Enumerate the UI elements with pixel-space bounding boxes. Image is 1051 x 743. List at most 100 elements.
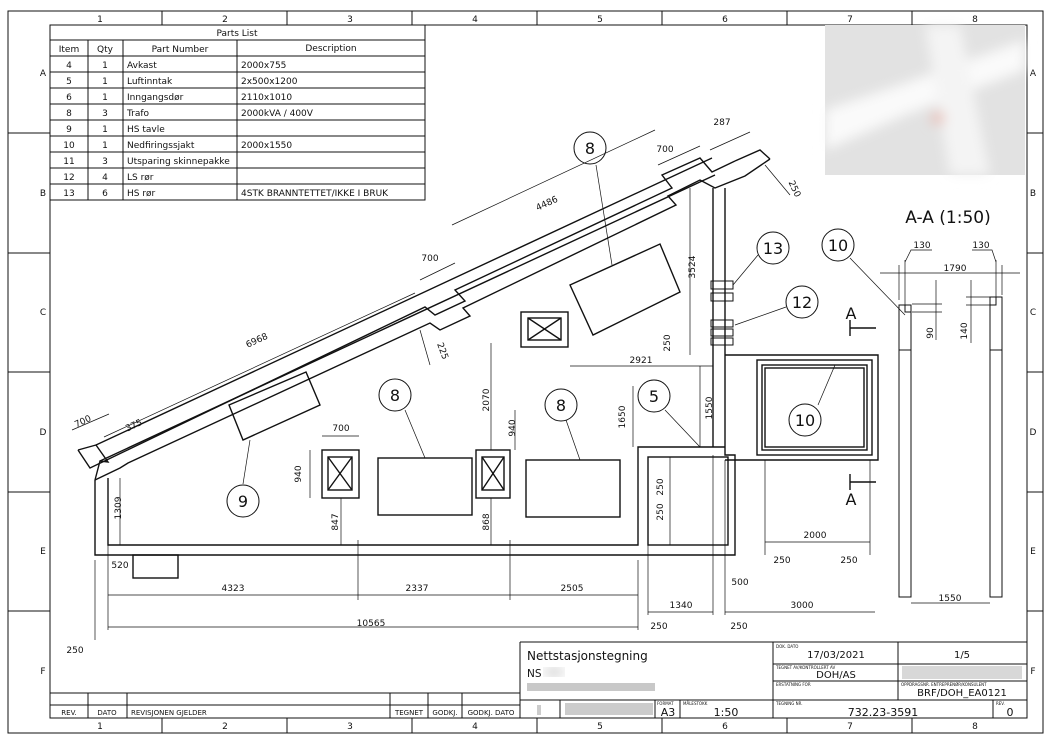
parts-header-description: Description <box>305 44 356 54</box>
parts-cell-qty: 6 <box>102 189 108 199</box>
svg-text:5: 5 <box>649 387 659 406</box>
dimension-label: 1550 <box>939 594 962 604</box>
dimension-label: 225 <box>434 342 449 362</box>
dimension-label: 375 <box>124 418 144 434</box>
title-block: Nettstasjonstegning NS DOK. DATO TEGNET … <box>520 641 1027 719</box>
dimension-label: 250 <box>66 646 83 656</box>
col-label: 5 <box>597 722 603 732</box>
dimension-label: 140 <box>960 322 970 339</box>
dimension-label: 2921 <box>630 356 653 366</box>
contractor-label: OPPDRAGSNR. ENTREPRENØR/KONSULENT <box>901 682 987 687</box>
balloon-item-9: 9 <box>226 484 260 518</box>
drawing-title: Nettstasjonstegning <box>527 649 648 663</box>
section-markers <box>849 320 876 490</box>
dimension-label: 250 <box>663 334 673 351</box>
row-label: B <box>1030 189 1036 199</box>
dimension-label: 520 <box>111 561 128 571</box>
parts-cell-description: 2000x1550 <box>241 141 292 151</box>
dimension-label: 250 <box>773 556 790 566</box>
parts-cell-item: 8 <box>66 109 72 119</box>
item-balloons: 8 8 8 9 10 10 5 13 12 <box>226 131 855 518</box>
shaft-item-10 <box>756 359 873 456</box>
parts-cell-part-number: Trafo <box>126 109 150 119</box>
parts-cell-description: 4STK BRANNTETTET/IKKE I BRUK <box>241 189 389 199</box>
dimension-label: 700 <box>421 254 438 264</box>
dimension-label: 2505 <box>561 584 584 594</box>
replaces-label: ERSTATNING FOR <box>776 682 811 687</box>
dimension-label: 1309 <box>114 496 124 519</box>
col-label: 8 <box>972 15 978 25</box>
dimension-label: 130 <box>913 241 930 251</box>
parts-cell-qty: 1 <box>102 93 108 103</box>
rev-label: REV. <box>996 701 1005 706</box>
col-label: 3 <box>347 722 353 732</box>
format-label: FORMAT <box>657 701 674 706</box>
parts-cell-part-number: HS tavle <box>127 125 165 135</box>
rev-header: REV. <box>61 709 76 717</box>
drawn-by: DOH/AS <box>816 670 856 681</box>
diagonal-wall <box>77 149 771 481</box>
dimension-label: 90 <box>926 327 936 339</box>
parts-cell-item: 10 <box>63 141 75 151</box>
column-labels: 1 2 3 4 5 6 7 8 1 2 3 4 5 6 7 8 <box>97 15 978 732</box>
parts-header-qty: Qty <box>97 45 114 55</box>
balloon-item-8: 8 <box>378 378 412 412</box>
svg-text:8: 8 <box>556 396 566 415</box>
dimension-lines <box>71 129 875 640</box>
dimension-label: 1550 <box>705 396 715 419</box>
parts-header-part-number: Part Number <box>152 45 209 55</box>
parts-cell-item: 13 <box>63 189 74 199</box>
parts-cell-qty: 4 <box>102 173 108 183</box>
dimension-label: 287 <box>713 118 730 128</box>
parts-cell-qty: 3 <box>102 109 108 119</box>
dimension-label: 4323 <box>222 584 245 594</box>
revision-number: 0 <box>1007 706 1014 719</box>
revision-block: REV. DATO REVISJONEN GJELDER TEGNET GODK… <box>50 642 521 718</box>
balloon-leaders <box>242 164 906 485</box>
section-view-a-a: A-A (1:50) 130 130 1790 90 140 1550 <box>880 208 1020 604</box>
col-label: 7 <box>847 722 853 732</box>
parts-cell-qty: 1 <box>102 61 108 71</box>
parts-list-title: Parts List <box>216 29 258 39</box>
parts-cell-description: 2000kVA / 400V <box>241 109 314 119</box>
parts-cell-part-number: Nedfiringssjakt <box>127 141 195 151</box>
parts-list-row: 8 3 Trafo 2000kVA / 400V <box>66 109 314 119</box>
doc-date-label: DOK. DATO <box>776 644 798 649</box>
col-label: 2 <box>222 15 228 25</box>
dimension-label: 700 <box>332 424 349 434</box>
floor-plan: A A 8 8 8 9 10 10 5 13 12 287 700 250 44… <box>66 118 906 656</box>
date-header: DATO <box>97 709 117 717</box>
dimension-label: 3000 <box>791 601 814 611</box>
row-labels: A B C D E F A B C D E F <box>40 69 1037 677</box>
drawn-by-label: TEGNET AV/KONTROLLERT AV <box>775 665 835 670</box>
balloon-item-10: 10 <box>788 403 822 437</box>
balloon-item-5: 5 <box>637 379 671 413</box>
col-label: 5 <box>597 15 603 25</box>
parts-cell-item: 12 <box>63 173 74 183</box>
dimension-label: 250 <box>656 478 666 495</box>
dimension-labels: 287 700 250 4486 700 6968 225 700 375 35… <box>66 118 857 656</box>
approved-date-header: GODKJ. DATO <box>468 709 515 717</box>
dimension-label: 4486 <box>535 195 560 214</box>
col-label: 4 <box>472 722 478 732</box>
parts-list: Parts List Item Qty Part Number Descript… <box>49 24 426 201</box>
parts-cell-qty: 1 <box>102 141 108 151</box>
parts-cell-part-number: Avkast <box>127 61 157 71</box>
dimension-label: 500 <box>731 578 748 588</box>
col-label: 6 <box>722 15 728 25</box>
dimension-label: 3524 <box>688 255 698 278</box>
parts-cell-part-number: LS rør <box>127 173 154 183</box>
row-label: B <box>40 189 46 199</box>
svg-text:12: 12 <box>792 293 812 312</box>
parts-cell-item: 11 <box>63 157 74 167</box>
dimension-label: 1790 <box>944 264 967 274</box>
dimension-label: 2337 <box>406 584 429 594</box>
parts-cell-description: 2x500x1200 <box>241 77 298 87</box>
parts-cell-item: 6 <box>66 93 72 103</box>
col-label: 1 <box>97 15 103 25</box>
row-label: C <box>1030 308 1036 318</box>
row-label: F <box>40 667 45 677</box>
parts-cell-part-number: Inngangsdør <box>127 93 184 103</box>
